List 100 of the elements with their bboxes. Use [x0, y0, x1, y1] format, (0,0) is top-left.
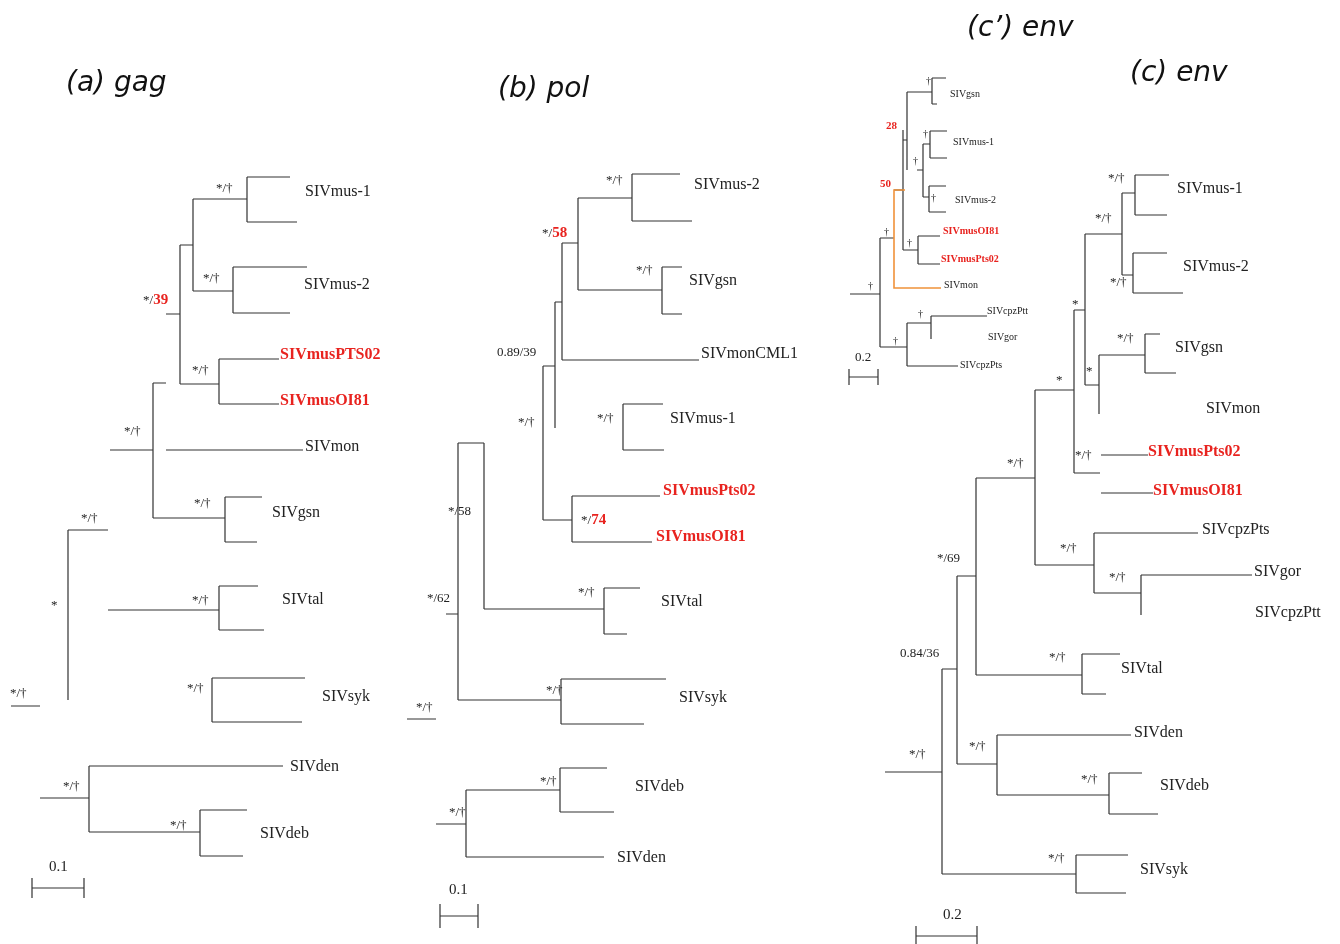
support-value: */39	[143, 290, 169, 308]
support-value: */†	[606, 172, 623, 188]
support-value: */†	[540, 773, 557, 789]
taxon-label: SIVsyk	[322, 687, 370, 705]
support-value: */†	[636, 262, 653, 278]
support-value: */†	[124, 423, 141, 439]
support-value: */†	[194, 495, 211, 511]
support-value: */†	[1060, 540, 1077, 556]
taxon-label: SIVtal	[1121, 659, 1163, 677]
taxon-label: SIVmon	[305, 437, 360, 455]
support-value: */†	[1110, 274, 1127, 290]
taxon-label: †	[918, 307, 923, 319]
taxon-label: SIVcpzPtt	[987, 304, 1029, 316]
support-value: 0.89/39	[497, 344, 537, 360]
support-value: */58	[448, 503, 472, 519]
support-value: 50	[880, 176, 891, 190]
support-value: */†	[203, 270, 220, 286]
taxon-label: SIVtal	[661, 592, 703, 610]
scale-label: 0.2	[943, 905, 962, 923]
taxon-label: SIVtal	[282, 590, 324, 608]
support-value: *	[1072, 296, 1079, 312]
taxon-label: SIVmusOI81	[1153, 481, 1243, 499]
taxon-label: SIVden	[290, 757, 339, 775]
support-value: 28	[886, 118, 897, 132]
taxon-label: SIVmon	[1206, 399, 1261, 417]
taxon-label: SIVmusPts02	[1148, 442, 1241, 460]
taxon-label: SIVmonCML1	[701, 344, 798, 362]
support-value: */69	[937, 550, 961, 566]
support-value: *	[1086, 363, 1093, 379]
taxon-label: SIVmus-2	[694, 175, 760, 193]
taxon-label: †	[893, 334, 898, 346]
support-value: */74	[581, 510, 607, 528]
support-value: */†	[1117, 330, 1134, 346]
taxon-label: SIVmusPts02	[941, 252, 999, 264]
taxon-label: †	[907, 236, 912, 248]
support-value: */†	[192, 592, 209, 608]
taxon-label: †	[926, 74, 931, 86]
support-value: */†	[518, 414, 535, 430]
support-value: */†	[1049, 649, 1066, 665]
support-value: 0.2	[855, 349, 872, 365]
support-value: */†	[1048, 850, 1065, 866]
panel-title: (b) pol	[498, 72, 590, 104]
support-value: */†	[546, 682, 563, 698]
support-value: */†	[578, 584, 595, 600]
taxon-label: SIVmusPts02	[663, 481, 756, 499]
taxon-label: SIVmus-1	[1177, 179, 1243, 197]
taxon-label: SIVgsn	[1175, 338, 1223, 356]
support-value: */†	[1108, 170, 1125, 186]
support-value: 0.84/36	[900, 645, 940, 661]
taxon-label: SIVmusOI81	[943, 224, 1000, 236]
taxon-label: SIVgsn	[272, 503, 320, 521]
support-value: */†	[597, 410, 614, 426]
support-value: */†	[1109, 569, 1126, 585]
taxon-label: SIVmusOI81	[280, 391, 370, 409]
taxon-label: SIVmus-2	[1183, 257, 1249, 275]
taxon-label: SIVcpzPtt	[1255, 603, 1321, 621]
support-value: */†	[416, 699, 433, 715]
scale-label: 0.1	[49, 857, 68, 875]
support-value: */†	[81, 510, 98, 526]
support-value: */†	[187, 680, 204, 696]
support-value: */†	[449, 804, 466, 820]
taxon-label: †	[868, 279, 873, 291]
panel-title: (c) env	[1130, 56, 1228, 88]
support-value: */†	[192, 362, 209, 378]
support-value: */†	[170, 817, 187, 833]
support-value: */†	[216, 180, 233, 196]
taxon-label: SIVgor	[1254, 562, 1302, 580]
support-value: */†	[969, 738, 986, 754]
support-value: *	[1056, 372, 1063, 388]
taxon-label: †	[884, 225, 889, 237]
taxon-label: SIVmusOI81	[656, 527, 746, 545]
taxon-label: SIVmus-2	[304, 275, 370, 293]
support-value: */†	[63, 778, 80, 794]
support-value: */†	[10, 685, 27, 701]
panel-title: (c’) env	[967, 11, 1074, 43]
support-value: */†	[909, 746, 926, 762]
taxon-label: SIVgsn	[950, 87, 980, 99]
support-value: */†	[1007, 455, 1024, 471]
taxon-label: SIVgor	[988, 330, 1018, 342]
support-value: */†	[1095, 210, 1112, 226]
support-value: *	[51, 597, 58, 613]
taxon-label: SIVdeb	[635, 777, 684, 795]
scale-label: 0.1	[449, 880, 468, 898]
taxon-label: SIVmusPTS02	[280, 345, 381, 363]
taxon-label: SIVsyk	[679, 688, 727, 706]
taxon-label: SIVcpzPts	[1202, 520, 1270, 538]
taxon-label: SIVmus-2	[955, 193, 997, 205]
support-value: */58	[542, 223, 568, 241]
taxon-label: SIVdeb	[260, 824, 309, 842]
taxon-label: SIVmon	[944, 278, 978, 290]
taxon-label: SIVdeb	[1160, 776, 1209, 794]
taxon-label: SIVcpzPts	[960, 358, 1003, 370]
taxon-label: †	[913, 154, 918, 166]
support-value: */62	[427, 590, 451, 606]
taxon-label: †	[923, 127, 928, 139]
taxon-label: SIVden	[617, 848, 666, 866]
taxon-label: SIVsyk	[1140, 860, 1188, 878]
support-value: */†	[1075, 447, 1092, 463]
taxon-label: SIVden	[1134, 723, 1183, 741]
panel-title: (a) gag	[66, 66, 167, 98]
